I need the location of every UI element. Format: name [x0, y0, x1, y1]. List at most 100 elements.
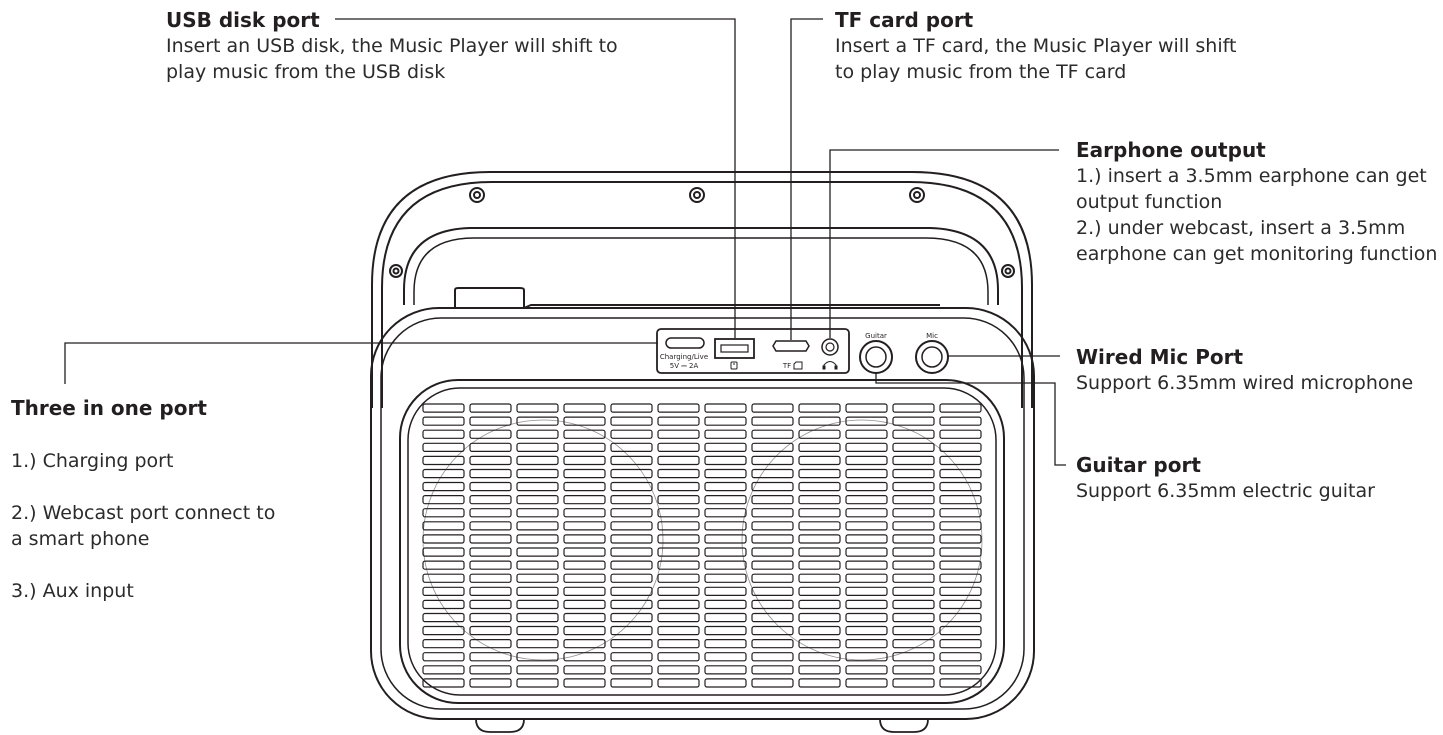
grille-slot — [751, 612, 794, 623]
grille-slot — [939, 599, 982, 610]
grille-slot — [657, 652, 700, 662]
grille-slot — [563, 521, 606, 531]
grille-slot — [469, 612, 512, 623]
grille-slot — [704, 521, 747, 531]
grille-slot — [939, 442, 982, 452]
grille-slot — [469, 547, 512, 557]
grille-slot — [845, 468, 888, 479]
grille-slot — [751, 547, 794, 557]
grille-slot — [657, 547, 700, 557]
three-in-one-callout: Three in one port 1.) Charging port 2.) … — [11, 395, 275, 604]
grille-slot — [798, 495, 841, 505]
grille-slot — [704, 403, 747, 413]
grille-slot — [845, 652, 888, 662]
grille-slot — [845, 442, 888, 452]
grille-slot — [516, 573, 559, 583]
grille-slot — [845, 586, 888, 596]
grille-slot — [751, 508, 794, 518]
grille-slot — [422, 612, 465, 623]
sd-card-icon — [793, 361, 803, 370]
grille-slot — [892, 534, 935, 544]
grille-slot — [469, 678, 512, 688]
usb-title: USB disk port — [166, 8, 320, 32]
grille-slot — [798, 534, 841, 544]
grille-slot — [704, 599, 747, 610]
handle-mid — [381, 181, 1023, 408]
grille-slot — [939, 455, 982, 466]
grille-slot — [563, 560, 606, 570]
grille-slot — [798, 521, 841, 531]
guitar-leader-line — [875, 373, 1066, 466]
grille-slot — [845, 455, 888, 466]
grille-slot — [751, 599, 794, 610]
speaker-grille — [422, 403, 982, 688]
tf-callout: TF card port Insert a TF card, the Music… — [835, 7, 1236, 85]
earphone-description: 1.) insert a 3.5mm earphone can get outp… — [1076, 163, 1437, 267]
handle-inner — [403, 227, 999, 305]
grille-slot — [751, 638, 794, 649]
volume-knob — [454, 287, 525, 308]
three-in-one-item-2b: a smart phone — [11, 528, 150, 550]
grille-slot — [610, 481, 653, 492]
grille-slot — [469, 521, 512, 531]
grille-slot — [704, 547, 747, 557]
grille-slot — [610, 652, 653, 662]
grille-slot — [845, 612, 888, 623]
left-driver — [422, 419, 664, 661]
grille-slot — [751, 521, 794, 531]
grille-slot — [563, 612, 606, 623]
tf-leader-line — [790, 18, 823, 340]
grille-slot — [657, 481, 700, 492]
grille-slot — [516, 665, 559, 675]
grille-slot — [469, 403, 512, 413]
grille-slot — [422, 560, 465, 570]
grille-slot — [798, 599, 841, 610]
grille-slot — [469, 586, 512, 596]
grille-slot — [939, 521, 982, 531]
grille-slot — [657, 468, 700, 479]
grille-slot — [422, 495, 465, 505]
grille-slot — [939, 468, 982, 479]
grille-slot — [939, 416, 982, 426]
grille-slot — [939, 638, 982, 649]
grille-slot — [563, 495, 606, 505]
headphone-icon — [822, 361, 838, 370]
grille-slot — [751, 652, 794, 662]
earphone-jack — [821, 338, 839, 356]
grille-slot — [469, 481, 512, 492]
grille-slot — [751, 573, 794, 583]
tf-line-1: Insert a TF card, the Music Player will … — [835, 35, 1237, 57]
grille-slot — [610, 573, 653, 583]
grille-slot — [798, 455, 841, 466]
grille-slot — [845, 429, 888, 439]
grille-slot — [657, 521, 700, 531]
grille-slot — [516, 403, 559, 413]
grille-slot — [422, 652, 465, 662]
speaker-body — [370, 307, 1035, 720]
grille-slot — [563, 468, 606, 479]
mic-callout: Wired Mic Port Support 6.35mm wired micr… — [1076, 344, 1413, 396]
grille-slot — [939, 534, 982, 544]
grille-slot — [422, 442, 465, 452]
grille-slot — [892, 665, 935, 675]
mic-title: Wired Mic Port — [1076, 345, 1244, 369]
mic-line-1: Support 6.35mm wired microphone — [1076, 372, 1414, 394]
grille-slot — [610, 678, 653, 688]
grille-slot — [657, 560, 700, 570]
grille-slot — [657, 586, 700, 596]
grille-slot — [563, 442, 606, 452]
grille-slot — [751, 560, 794, 570]
grille-slot — [563, 534, 606, 544]
grille-slot — [469, 599, 512, 610]
right-foot — [879, 718, 929, 733]
grille-slot — [798, 652, 841, 662]
grille-slot — [892, 599, 935, 610]
grille-slot — [563, 599, 606, 610]
grille-slot — [845, 521, 888, 531]
grille-slot — [939, 495, 982, 505]
grille-slot — [939, 612, 982, 623]
grille-slot — [657, 638, 700, 649]
grille-slot — [704, 638, 747, 649]
grille-slot — [516, 468, 559, 479]
grille-slot — [704, 612, 747, 623]
